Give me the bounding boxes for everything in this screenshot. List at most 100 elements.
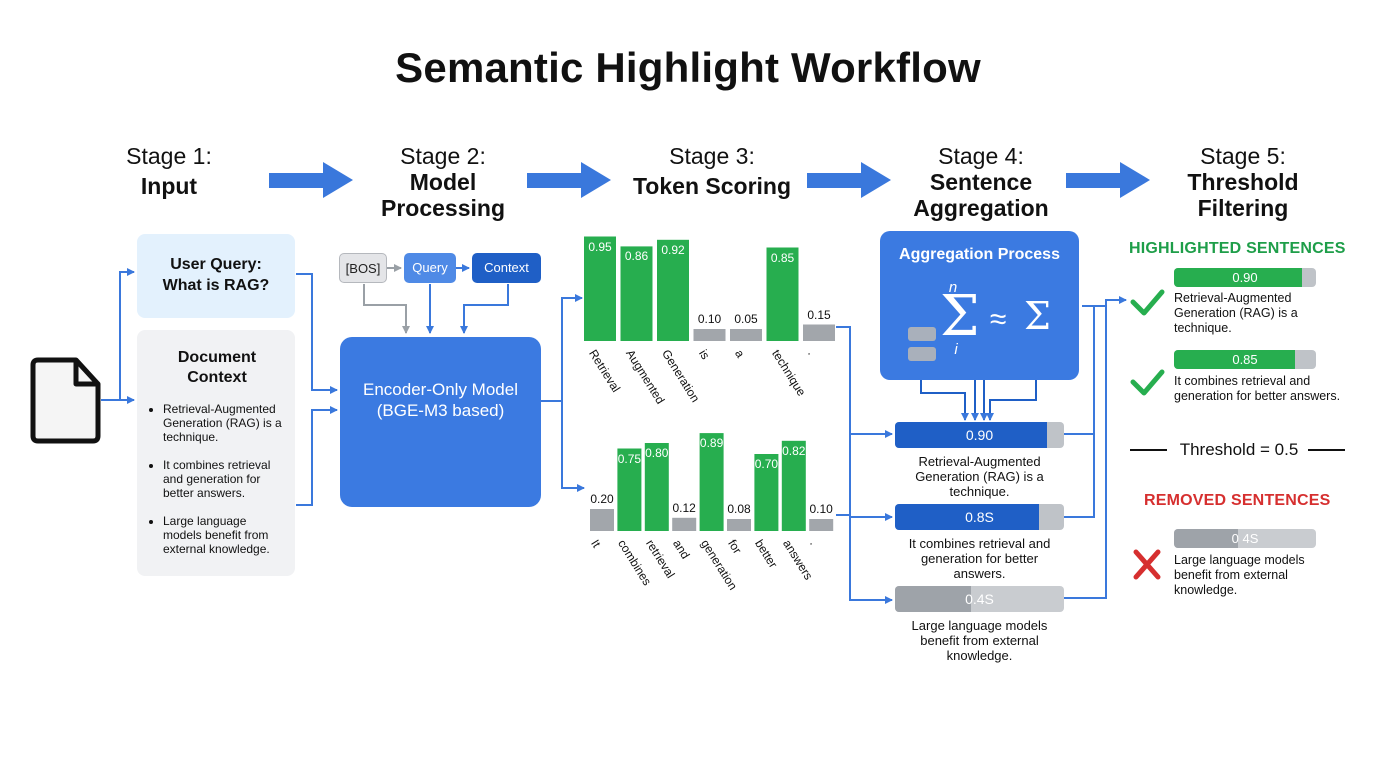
token-score-bar xyxy=(584,236,616,341)
query-text: What is RAG? xyxy=(162,277,270,294)
score-block-icon xyxy=(908,347,936,361)
token-score-bar xyxy=(809,519,834,531)
stage-5-header: Stage 5: Threshold Filtering xyxy=(1162,143,1324,221)
token-score-bar xyxy=(803,324,835,341)
token-score-value: 0.08 xyxy=(727,502,751,516)
document-sentence: It combines retrieval and generation for… xyxy=(163,458,285,500)
formula-upper-limit: n xyxy=(948,279,958,296)
check-icon xyxy=(1130,289,1165,316)
stage-arrow-3 xyxy=(807,162,891,198)
sentence-score-bar-2: 0.8S xyxy=(895,504,1064,530)
token-score-value: 0.12 xyxy=(672,500,696,515)
highlighted-sentence: It combines retrieval and generation for… xyxy=(1174,374,1341,403)
removed-score-bar: 0 4S xyxy=(1174,529,1316,548)
stage-number: Stage 3: xyxy=(669,143,755,169)
input-connectors xyxy=(101,268,338,506)
token-score-value: 0.15 xyxy=(807,307,831,322)
score-value: 0.8S xyxy=(965,509,994,525)
approx-symbol: ≈ xyxy=(990,303,1007,336)
query-label: User Query: xyxy=(170,256,262,273)
score-value: 0.90 xyxy=(965,427,994,443)
filter-connectors xyxy=(1064,296,1127,599)
document-title: Document Context xyxy=(149,348,285,388)
score-fill xyxy=(895,422,1048,448)
token-score-bar xyxy=(693,329,726,341)
highlighted-score-bar: 0.90 xyxy=(1174,268,1316,287)
stage-1-header: Stage 1: Input xyxy=(99,143,239,199)
score-fill xyxy=(895,504,1039,530)
token-score-value: 0.10 xyxy=(809,502,833,516)
token-score-bar xyxy=(657,239,689,341)
token-bars-sentence-2 xyxy=(590,433,834,531)
token-score-bar xyxy=(617,448,642,531)
token-score-value: 0.85 xyxy=(770,250,795,265)
query-token: Query xyxy=(404,253,456,283)
token-score-value: 0.05 xyxy=(734,312,758,326)
token-score-value: 0.82 xyxy=(782,443,806,458)
token-score-bar xyxy=(766,247,799,341)
token-score-value: 0.75 xyxy=(617,451,642,466)
token-score-bar xyxy=(620,246,653,341)
stage-number: Stage 4: xyxy=(938,143,1024,169)
highlighted-score-bar: 0.85 xyxy=(1174,350,1316,369)
page-title: Semantic Highlight Workflow xyxy=(395,44,981,91)
token-score-bar xyxy=(672,517,697,531)
token-score-value: 0.70 xyxy=(754,457,779,471)
score-value: 0.85 xyxy=(1232,352,1258,367)
token-score-bar xyxy=(754,454,779,531)
score-block-icon xyxy=(908,327,936,341)
sentence-text: Large language models benefit from exter… xyxy=(911,618,1048,663)
document-title-line: Context xyxy=(187,369,247,386)
score-value: 0.90 xyxy=(1232,270,1258,285)
document-title-line: Document xyxy=(177,349,257,366)
formula-lower-limit: i xyxy=(954,341,958,358)
user-query-box: User Query: What is RAG? xyxy=(137,234,295,318)
highlighted-title: HIGHLIGHTED SENTENCES xyxy=(1129,240,1346,257)
highlighted-sentence: Retrieval-Augmented Generation (RAG) is … xyxy=(1174,291,1298,335)
stage-4-header: Stage 4: Sentence Aggregation xyxy=(900,143,1062,221)
token-score-bar xyxy=(730,329,762,341)
token-score-value: 0.86 xyxy=(624,249,649,264)
encoder-subtitle: (BGE-M3 based) xyxy=(376,401,505,420)
sentence-text: Retrieval-Augmented Generation (RAG) is … xyxy=(915,454,1044,499)
aggregation-process-box: Aggregation Process n Σ i ≈ Σ xyxy=(880,231,1079,380)
token-score-bar xyxy=(699,433,724,531)
stage-arrow-4 xyxy=(1066,162,1150,198)
stage-arrow-1 xyxy=(269,162,353,198)
stage-arrow-2 xyxy=(527,162,611,198)
removed-sentence: Large language models benefit from exter… xyxy=(1174,553,1305,597)
stage-number: Stage 2: xyxy=(400,143,486,169)
token-score-bar xyxy=(781,440,806,531)
token-score-bar xyxy=(727,519,751,531)
score-fill xyxy=(1174,350,1295,369)
sum-symbol: Σ xyxy=(940,284,980,349)
score-value: 0.4S xyxy=(965,591,994,607)
token-score-bar xyxy=(644,443,669,531)
stage-name: Input xyxy=(140,173,198,199)
score-fill xyxy=(895,586,972,612)
removed-title: REMOVED SENTENCES xyxy=(1144,492,1331,509)
sum-symbol-small: Σ xyxy=(1024,294,1051,338)
stage-name: Token Scoring xyxy=(632,173,792,199)
encoder-model-box: Encoder-Only Model (BGE-M3 based) xyxy=(340,337,541,507)
token-score-value: 0.95 xyxy=(588,239,612,254)
model-connectors xyxy=(363,264,585,492)
token-score-value: 0.92 xyxy=(661,242,685,257)
stage-2-header: Stage 2: Model Processing xyxy=(362,143,524,221)
document-sentence: Large language models benefit from exter… xyxy=(163,514,285,556)
aggregation-title: Aggregation Process xyxy=(899,246,1060,263)
stage-3-header: Stage 3: Token Scoring xyxy=(622,143,802,199)
token-score-value: 0.80 xyxy=(645,446,669,460)
score-fill xyxy=(1174,529,1238,548)
document-sentence: Retrieval-Augmented Generation (RAG) is … xyxy=(163,402,285,444)
document-sentence-list: Retrieval-Augmented Generation (RAG) is … xyxy=(149,402,285,556)
scoring-connectors xyxy=(836,326,893,604)
token-score-bar xyxy=(590,509,614,531)
stage-name: Model Processing xyxy=(381,169,505,221)
score-value: 0 4S xyxy=(1231,531,1259,546)
context-token: Context xyxy=(472,253,541,283)
stage-name: Sentence Aggregation xyxy=(913,169,1049,221)
token-score-value: 0.89 xyxy=(699,436,724,451)
token-score-value: 0.10 xyxy=(697,312,722,326)
